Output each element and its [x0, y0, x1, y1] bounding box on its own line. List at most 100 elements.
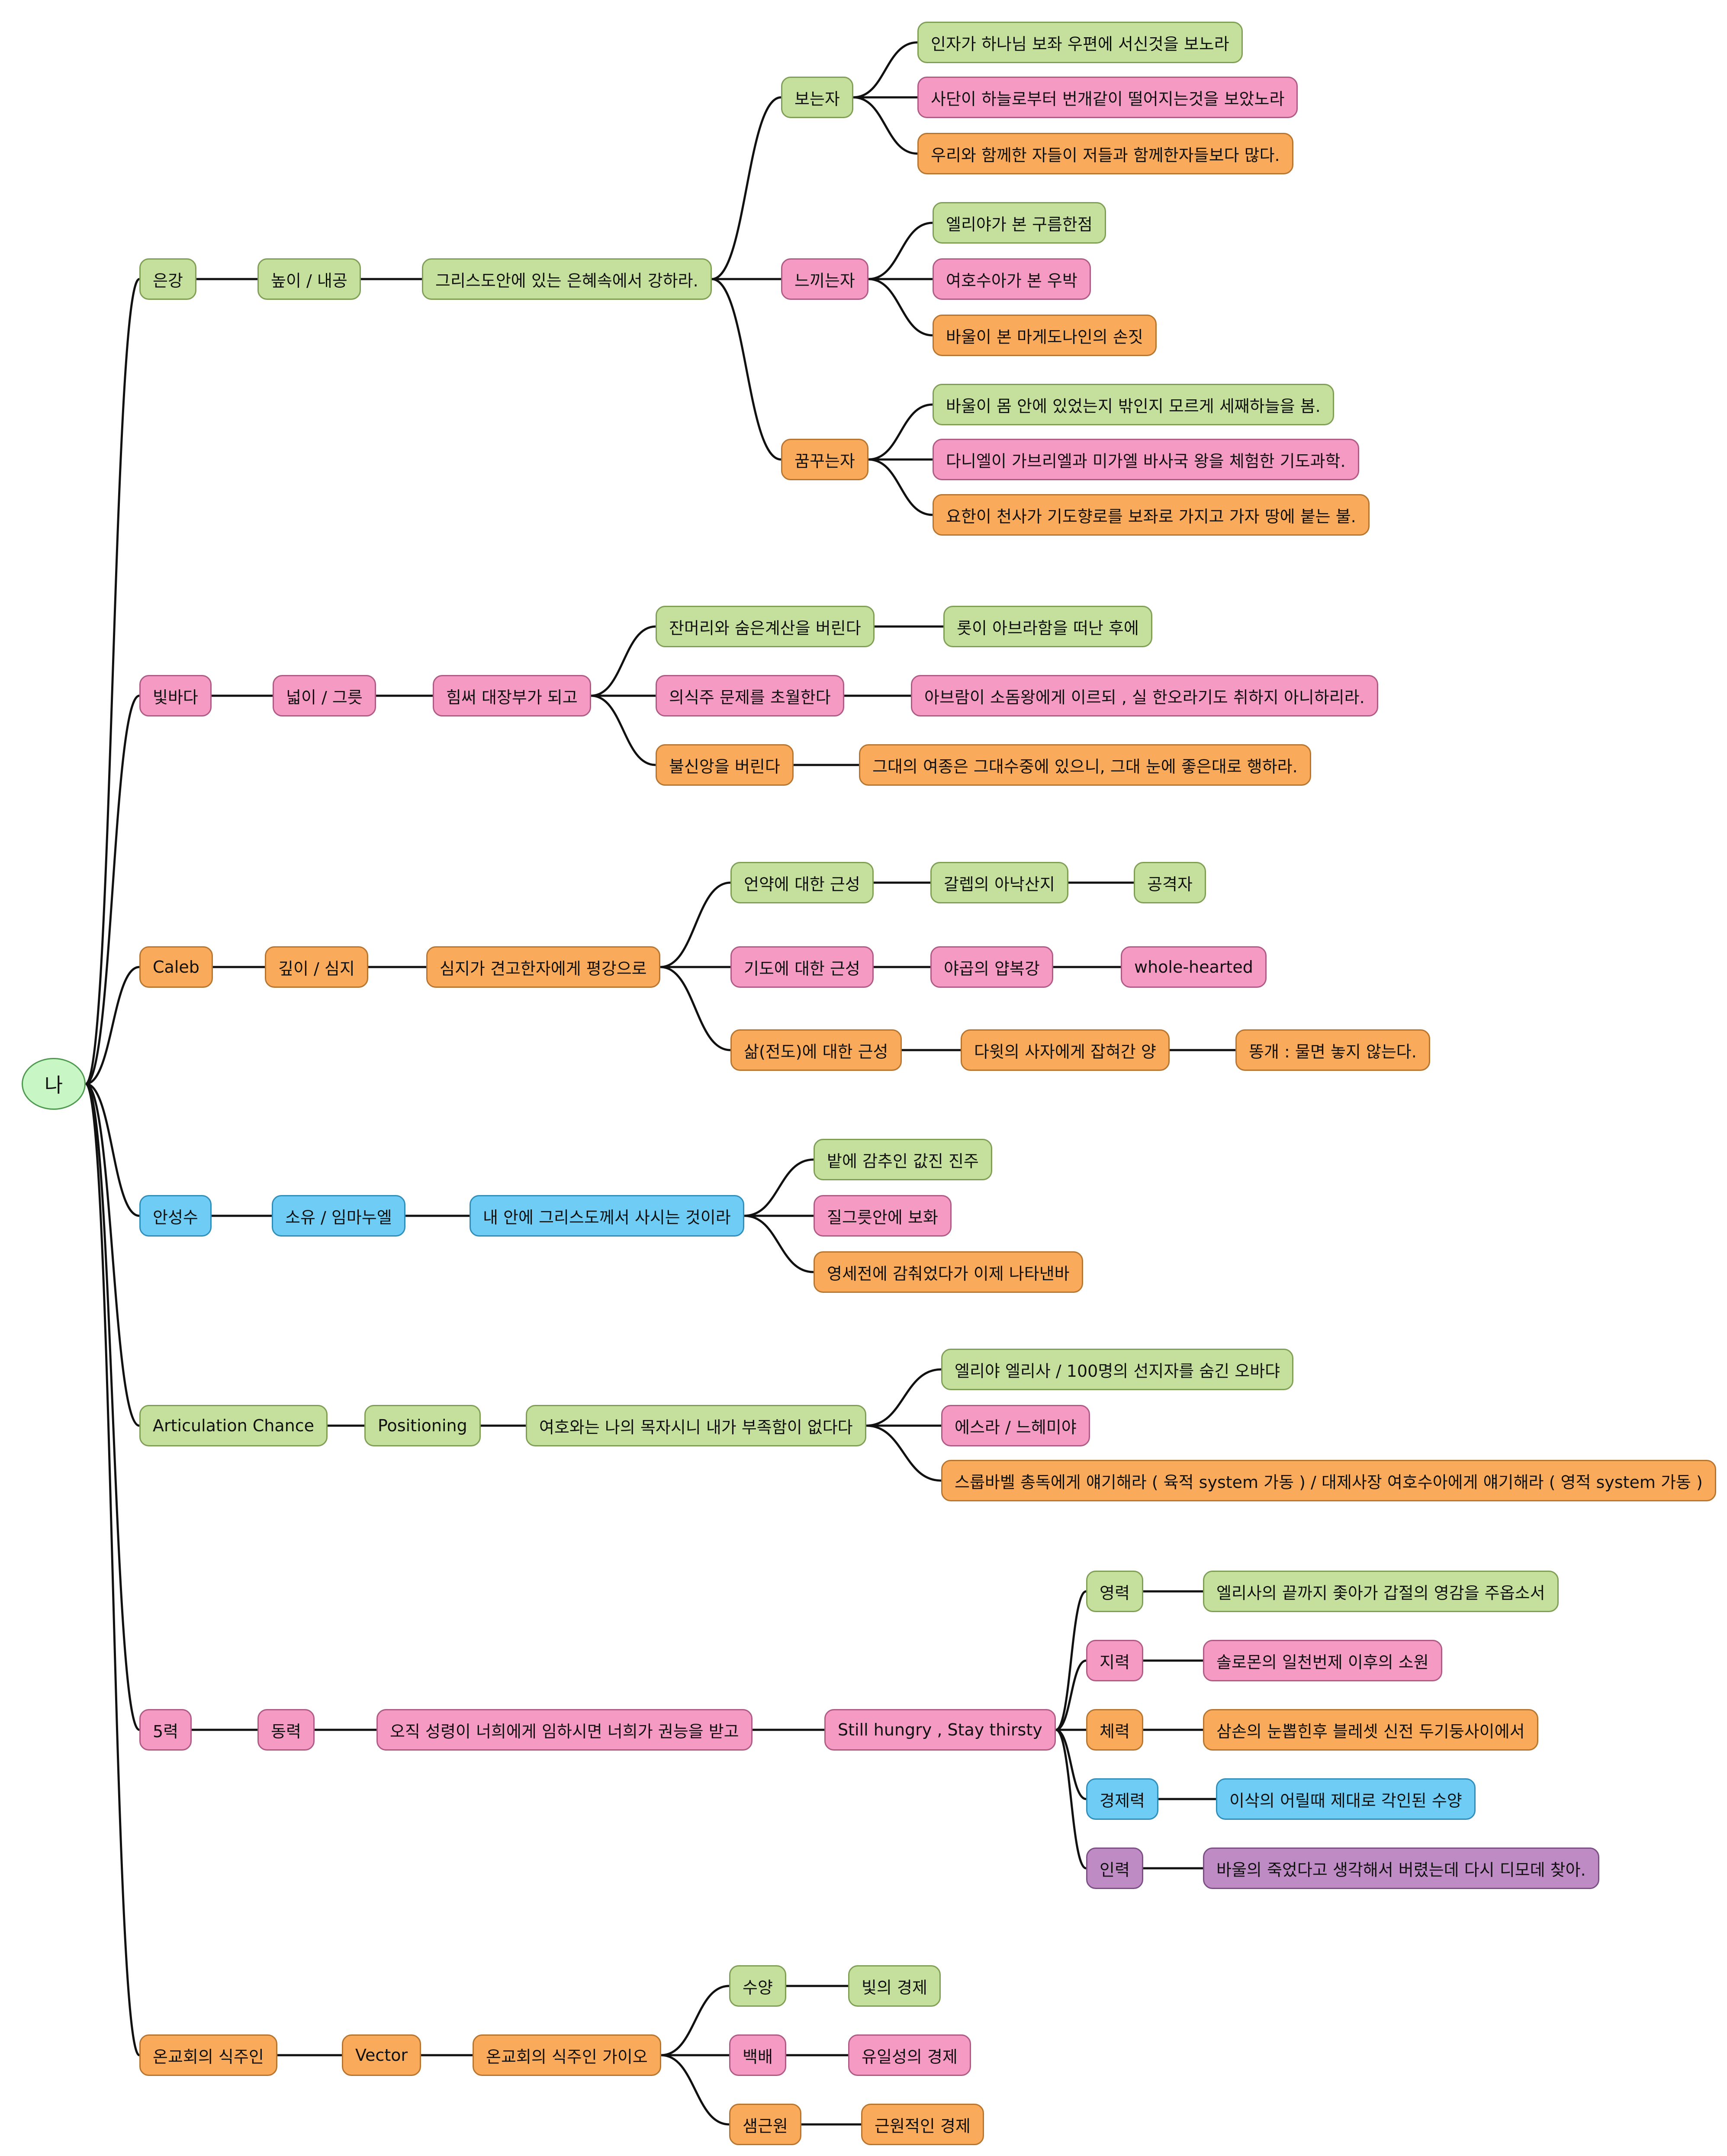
edge-n4b-n4b3 [744, 1215, 814, 1273]
edge-root-n1 [85, 278, 140, 1085]
edge-n3b-n3b1 [660, 881, 731, 968]
edge-n1b3-n1b3a [868, 403, 933, 461]
edge-root-n2 [85, 694, 140, 1085]
node-n5b1: 엘리야 엘리사 / 100명의 선지자를 숨긴 오바댜 [941, 1349, 1294, 1390]
node-n2b1a: 롯이 아브라함을 떠난 후에 [943, 606, 1152, 647]
edge-n1b2-n1b2a [868, 222, 933, 280]
node-n3b2a: 야곱의 얍복강 [930, 946, 1053, 988]
edge-n1b2-n1b2c [868, 278, 933, 337]
edge-n3b-n3b3 [660, 966, 731, 1051]
node-n1: 은강 [139, 258, 196, 300]
edge-n6c-n6c1 [1055, 1590, 1087, 1731]
node-n3b1b: 공격자 [1134, 862, 1206, 903]
edge-root-n3 [85, 966, 140, 1085]
node-n3a: 깊이 / 심지 [265, 946, 368, 988]
node-n1b2: 느끼는자 [781, 258, 868, 300]
node-n3b2b: whole-hearted [1121, 946, 1267, 988]
node-n4b3: 영세전에 감춰었다가 이제 나타낸바 [814, 1251, 1083, 1293]
edge-n7b-n7b1 [661, 1985, 730, 2056]
edge-n7b-n7b3 [661, 2054, 730, 2126]
node-n6: 5력 [139, 1709, 192, 1751]
node-n5b2: 에스라 / 느헤미야 [941, 1405, 1090, 1446]
node-n1b1b: 사단이 하늘로부터 번개같이 떨어지는것을 보았노라 [917, 77, 1298, 118]
edge-n1b-n1b1 [711, 96, 781, 280]
node-n6c: Still hungry , Stay thirsty [824, 1709, 1056, 1751]
node-n3: Caleb [139, 946, 213, 988]
node-n1b3: 꿈꾸는자 [781, 439, 868, 480]
node-n4a: 소유 / 임마누엘 [272, 1195, 405, 1237]
node-n2b: 힘써 대장부가 되고 [433, 675, 591, 717]
edge-n1b3-n1b3c [868, 458, 933, 516]
node-n3b1: 언약에 대한 근성 [730, 862, 874, 903]
edge-root-n4 [85, 1083, 140, 1217]
node-n1b3c: 요한이 천사가 기도향로를 보좌로 가지고 가자 땅에 붙는 불. [933, 494, 1370, 536]
node-n3b1a: 갈렙의 아낙산지 [930, 862, 1068, 903]
node-n1b2a: 엘리야가 본 구름한점 [933, 202, 1106, 244]
node-n6b: 오직 성령이 너희에게 임하시면 너희가 권능을 받고 [376, 1709, 753, 1751]
node-n3b3b: 똥개 : 물면 놓지 않는다. [1235, 1029, 1430, 1071]
node-n2b3: 불신앙을 버린다 [656, 744, 794, 786]
edge-n5b-n5b3 [866, 1424, 942, 1482]
node-n3b2: 기도에 대한 근성 [730, 946, 874, 988]
edge-n4b-n4b1 [744, 1158, 814, 1217]
node-n4b: 내 안에 그리스도께서 사시는 것이라 [470, 1195, 744, 1237]
node-n7b2: 백배 [729, 2034, 786, 2076]
root-node: 나 [22, 1058, 86, 1110]
node-n3b3a: 다윗의 사자에게 잡혀간 양 [961, 1029, 1170, 1071]
node-n7b: 온교회의 식주인 가이오 [473, 2034, 661, 2076]
node-n6c5a: 바울의 죽었다고 생각해서 버렸는데 다시 디모데 찾아. [1203, 1848, 1599, 1889]
node-n7b2a: 유일성의 경제 [848, 2034, 971, 2076]
node-n6c2: 지력 [1086, 1640, 1143, 1681]
node-n6c3: 체력 [1086, 1709, 1143, 1751]
edge-n1b1-n1b1c [853, 96, 918, 155]
node-n6c4a: 이삭의 어릴때 제대로 각인된 수양 [1216, 1778, 1476, 1820]
node-n7b3: 샘근원 [729, 2104, 801, 2145]
node-n2b2a: 아브람이 소돔왕에게 이르되 , 실 한오라기도 취하지 아니하리라. [911, 675, 1378, 717]
node-n7b3a: 근원적인 경제 [861, 2104, 984, 2145]
edge-root-n5 [85, 1083, 140, 1427]
node-n2b2: 의식주 문제를 초월한다 [656, 675, 844, 717]
node-n1b2c: 바울이 본 마게도나인의 손짓 [933, 315, 1157, 356]
node-n5b3: 스룹바벨 총독에게 얘기해라 ( 육적 system 가동 ) / 대제사장 여… [941, 1460, 1716, 1501]
node-n5a: Positioning [364, 1405, 481, 1446]
node-n5b: 여호와는 나의 목자시니 내가 부족함이 없다다 [526, 1405, 866, 1446]
node-n3b3: 삶(전도)에 대한 근성 [730, 1029, 902, 1071]
edge-n2b-n2b3 [591, 694, 656, 766]
node-n6c2a: 솔로몬의 일천번제 이후의 소원 [1203, 1640, 1442, 1681]
edge-root-n6 [85, 1083, 140, 1731]
node-n7b1: 수양 [729, 1965, 786, 2007]
node-n1a: 높이 / 내공 [257, 258, 361, 300]
edge-n1b-n1b3 [711, 278, 781, 461]
edge-n6c-n6c2 [1055, 1659, 1087, 1731]
edge-n5b-n5b1 [866, 1368, 942, 1427]
node-n1b3a: 바울이 몸 안에 있었는지 밖인지 모르게 세째하늘을 봄. [933, 384, 1334, 425]
node-n7b1a: 빛의 경제 [848, 1965, 941, 2007]
edge-n2b-n2b1 [591, 625, 656, 697]
node-n4: 안성수 [139, 1195, 212, 1237]
node-n4b1: 밭에 감추인 값진 진주 [814, 1139, 992, 1180]
node-n6c3a: 삼손의 눈뽑힌후 블레셋 신전 두기둥사이에서 [1203, 1709, 1538, 1751]
node-n4b2: 질그릇안에 보화 [814, 1195, 952, 1237]
node-n6c1: 영력 [1086, 1571, 1143, 1612]
node-n1b1c: 우리와 함께한 자들이 저들과 함께한자들보다 많다. [917, 133, 1293, 174]
node-n1b: 그리스도안에 있는 은혜속에서 강하라. [422, 258, 712, 300]
node-n7a: Vector [342, 2034, 421, 2076]
edge-root-n7 [85, 1083, 140, 2056]
node-n2a: 넓이 / 그릇 [273, 675, 376, 717]
edge-n6c-n6c5 [1055, 1729, 1087, 1870]
node-n5: Articulation Chance [139, 1405, 328, 1446]
node-n7: 온교회의 식주인 [139, 2034, 277, 2076]
node-n2b3a: 그대의 여종은 그대수중에 있으니, 그대 눈에 좋은대로 행하라. [859, 744, 1311, 786]
node-n2: 빛바다 [139, 675, 212, 717]
node-n2b1: 잔머리와 숨은계산을 버린다 [656, 606, 875, 647]
node-n1b1: 보는자 [781, 77, 853, 118]
node-n1b2b: 여호수아가 본 우박 [933, 258, 1091, 300]
node-n6a: 동력 [257, 1709, 315, 1751]
node-n6c4: 경제력 [1086, 1778, 1158, 1820]
edge-n6c-n6c4 [1055, 1729, 1087, 1800]
node-n1b1a: 인자가 하나님 보좌 우편에 서신것을 보노라 [917, 22, 1243, 63]
node-n3b: 심지가 견고한자에게 평강으로 [426, 946, 660, 988]
node-n6c1a: 엘리사의 끝까지 좇아가 갑절의 영감을 주옵소서 [1203, 1571, 1559, 1612]
node-n6c5: 인력 [1086, 1848, 1143, 1889]
